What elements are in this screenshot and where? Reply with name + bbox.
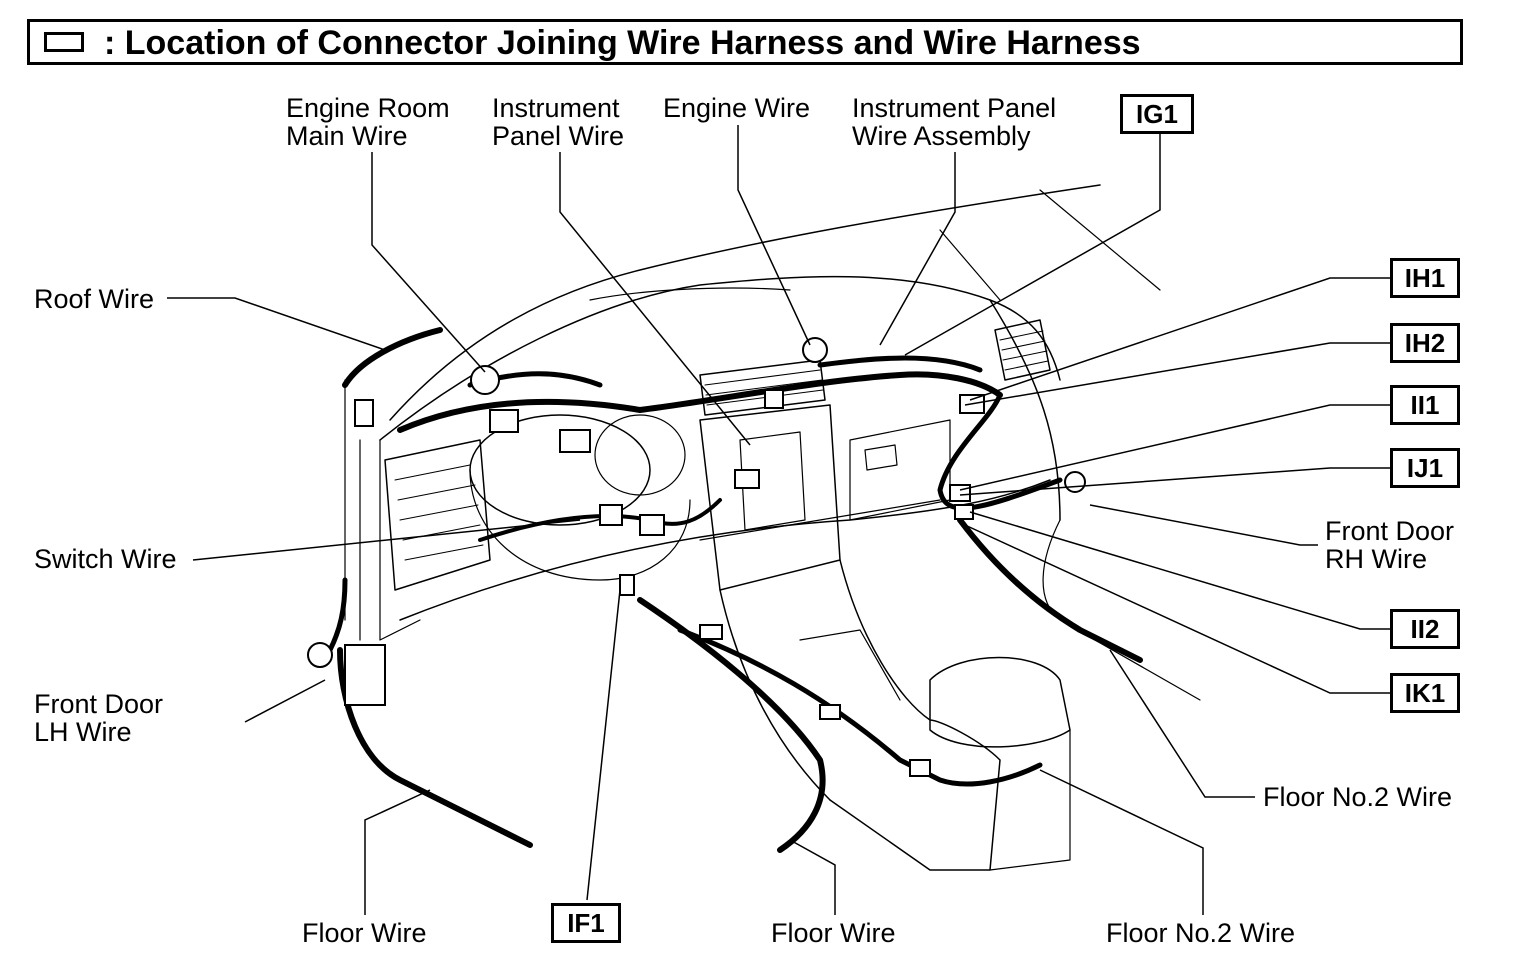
label-instrument-panel-wire-assembly: Instrument Panel Wire Assembly <box>852 93 1057 151</box>
connector-code-ig1: IG1 <box>1120 94 1194 134</box>
label-engine-wire: Engine Wire <box>663 93 811 123</box>
leader-floor-wire-left <box>364 789 431 915</box>
connector-code-ih1: IH1 <box>1390 258 1460 298</box>
harness-floor-rh <box>957 517 1143 663</box>
connector-code-if1: IF1 <box>551 903 621 943</box>
leader-instrument-panel-wire <box>559 152 751 446</box>
windshield-outline <box>389 184 1101 421</box>
leader-roof-wire <box>167 297 386 351</box>
label-roof-wire: Roof Wire <box>34 284 155 314</box>
connector-code-ih2: IH2 <box>1390 323 1460 363</box>
leader-engine-room-main-wire <box>371 152 486 373</box>
center-stack <box>699 404 841 591</box>
leader-ii1 <box>959 404 1390 491</box>
label-floor-no2-wire-bottom: Floor No.2 Wire <box>1106 918 1296 948</box>
leader-floor-no2-wire-right <box>1109 649 1255 798</box>
harness-main-dash <box>397 371 1003 433</box>
label-instrument-panel-wire: Instrument Panel Wire <box>492 93 625 151</box>
leader-ik1 <box>964 524 1390 694</box>
connector-symbol-square <box>44 32 84 52</box>
leader-instrument-panel-wire-assembly <box>879 152 956 346</box>
glove-box <box>849 419 951 521</box>
connector-code-ik1: IK1 <box>1390 673 1460 713</box>
page-title: : Location of Connector Joining Wire Har… <box>104 24 1141 62</box>
label-switch-wire: Switch Wire <box>34 544 177 574</box>
connector-code-ij1: IJ1 <box>1390 448 1460 488</box>
right-vent <box>994 319 1051 381</box>
harness-center-right <box>817 355 983 373</box>
connector-code-ii2: II2 <box>1390 609 1460 649</box>
label-floor-wire-center: Floor Wire <box>771 918 896 948</box>
label-floor-wire-left: Floor Wire <box>302 918 427 948</box>
leader-floor-no2-wire-bottom <box>1039 769 1204 915</box>
leader-ih1 <box>969 277 1390 401</box>
leader-switch-wire <box>192 519 581 561</box>
leader-front-door-rh-wire <box>1089 504 1318 546</box>
leader-engine-wire <box>737 125 811 346</box>
harness-lower-left <box>327 577 348 653</box>
leader-if1 <box>586 589 621 901</box>
leader-floor-wire-center <box>789 839 836 915</box>
harness-floor-center <box>637 597 826 853</box>
harness-roof <box>342 327 443 388</box>
label-engine-room-main-wire: Engine Room Main Wire <box>286 93 450 151</box>
leader-ig1 <box>904 134 1161 356</box>
label-front-door-lh-wire: Front Door LH Wire <box>34 689 164 747</box>
label-floor-no2-wire-right: Floor No.2 Wire <box>1263 782 1453 812</box>
leader-front-door-lh-wire <box>244 679 326 723</box>
harness-right-side <box>937 392 1063 511</box>
harness-console <box>677 627 1043 787</box>
junction-block <box>384 439 491 591</box>
center-console <box>829 719 1001 871</box>
title-box: : Location of Connector Joining Wire Har… <box>27 19 1463 65</box>
leader-ih2 <box>964 342 1390 406</box>
connector-code-ii1: II1 <box>1390 385 1460 425</box>
dash-top-outline <box>379 275 1061 441</box>
leader-ij1 <box>959 467 1390 496</box>
label-front-door-rh-wire: Front Door RH Wire <box>1325 516 1455 574</box>
leader-ii2 <box>969 511 1390 630</box>
